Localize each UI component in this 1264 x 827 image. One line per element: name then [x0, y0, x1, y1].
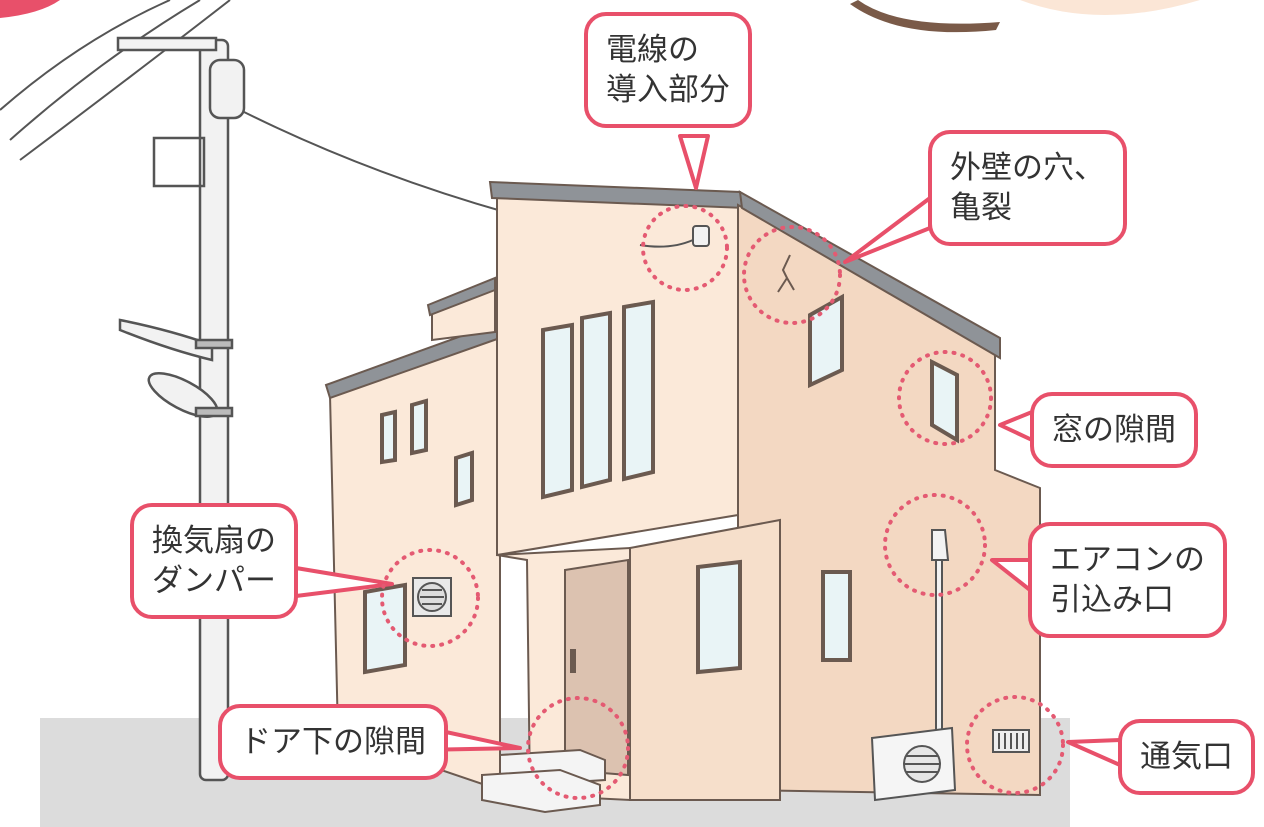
fan-vent	[412, 577, 452, 617]
circle-vent	[965, 695, 1065, 795]
top-right-shape	[1020, 0, 1200, 15]
windows	[363, 293, 959, 675]
circle-door-gap	[526, 696, 630, 800]
callout-vent: 通気口	[1118, 719, 1255, 795]
circle-wall-crack	[742, 225, 842, 325]
highlight-circles	[380, 204, 1065, 800]
callout-window-gap: 窓の隙間	[1030, 392, 1198, 468]
callout-door-gap: ドア下の隙間	[218, 704, 448, 780]
front-door	[564, 558, 629, 777]
circle-wire-entry	[641, 204, 729, 292]
callout-wire-entry-line-2: 導入部分	[606, 72, 730, 108]
aircon-outdoor-unit	[870, 726, 957, 802]
callout-fan-damper-line-2: ダンパー	[152, 563, 276, 599]
circle-fan-damper	[380, 548, 480, 648]
callout-aircon-inlet: エアコンの 引込み口	[1028, 522, 1227, 638]
callout-wall-holes-line-1: 外壁の穴、	[950, 150, 1105, 186]
entry-steps	[481, 748, 606, 814]
callout-pointers	[294, 134, 1122, 767]
callout-wall-holes-line-2: 亀裂	[950, 190, 1012, 226]
wall-crack	[777, 254, 795, 293]
callout-aircon-inlet-line-1: エアコンの	[1050, 542, 1205, 578]
wire-entry-box	[639, 225, 710, 248]
top-left-shape	[0, 0, 60, 18]
callout-door-gap-line-1: ドア下の隙間	[240, 724, 426, 760]
callout-aircon-inlet-line-2: 引込み口	[1050, 582, 1174, 618]
callout-fan-damper: 換気扇の ダンパー	[130, 503, 298, 619]
callout-wire-entry-line-1: 電線の	[606, 32, 699, 68]
callout-wire-entry: 電線の 導入部分	[584, 12, 752, 128]
circle-window-gap	[897, 350, 993, 446]
utility-pole	[116, 36, 246, 782]
tail-shape	[850, 0, 1000, 33]
callout-fan-damper-line-1: 換気扇の	[152, 523, 276, 559]
callout-vent-line-1: 通気口	[1140, 739, 1233, 775]
callout-window-gap-line-1: 窓の隙間	[1052, 412, 1176, 448]
callout-wall-holes: 外壁の穴、 亀裂	[928, 130, 1127, 246]
aircon-pipe	[931, 529, 950, 731]
circle-aircon-inlet	[883, 493, 987, 597]
wall-vent	[992, 729, 1030, 753]
